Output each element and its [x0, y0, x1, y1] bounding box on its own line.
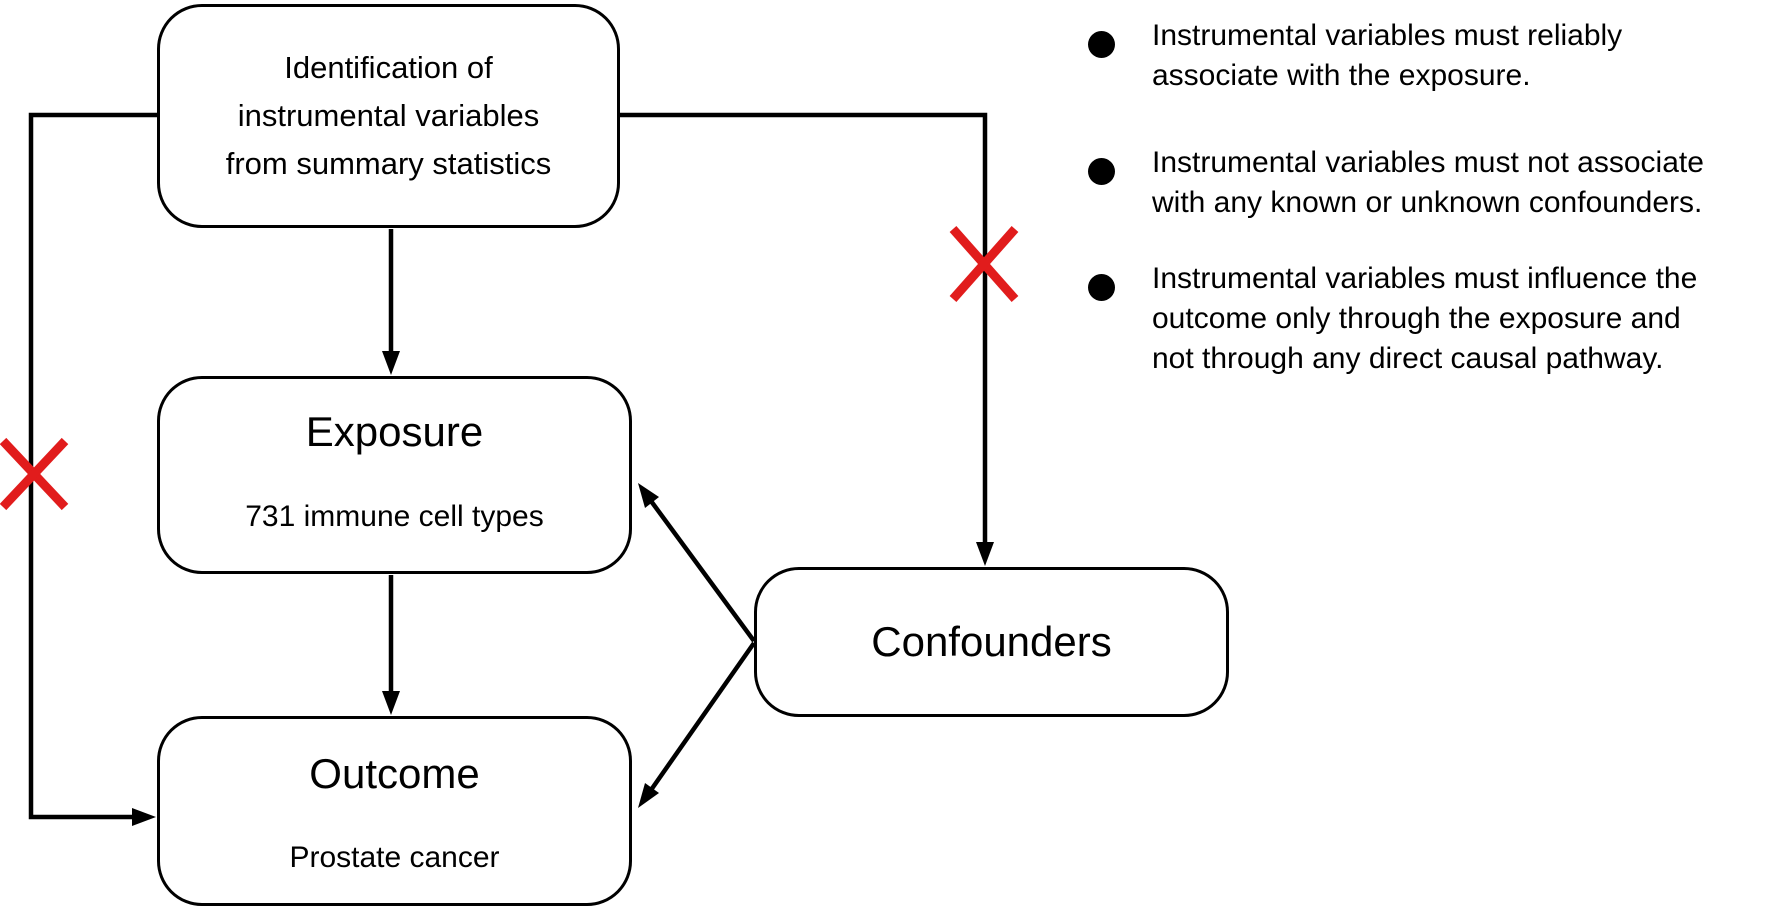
node-confounders: Confounders	[754, 567, 1229, 717]
bullet-icon	[1088, 31, 1115, 58]
assumption-line: Instrumental variables must reliably	[1152, 19, 1623, 52]
assumptions-list: Instrumental variables must reliably ass…	[1085, 0, 1772, 420]
cross-right-icon	[949, 226, 1019, 302]
cross-left-icon	[0, 437, 69, 511]
assumption-item-exclusion: Instrumental variables must influence th…	[1085, 259, 1697, 379]
node-instrumental-variables-line: Identification of	[284, 50, 493, 85]
arrow-iv-to-outcome-blocked	[28, 112, 157, 826]
bullet-icon	[1088, 274, 1115, 301]
node-confounders-title: Confounders	[871, 618, 1112, 665]
assumption-text: Instrumental variables must not associat…	[1152, 143, 1704, 223]
node-exposure: Exposure 731 immune cell types	[157, 376, 632, 574]
node-exposure-subtitle: 731 immune cell types	[245, 500, 544, 533]
arrow-confounders-to-exposure	[638, 483, 756, 643]
node-outcome-title: Outcome	[309, 750, 480, 797]
assumption-line: Instrumental variables must influence th…	[1152, 262, 1698, 295]
arrow-iv-to-confounders-blocked	[620, 112, 994, 566]
node-instrumental-variables-line: from summary statistics	[225, 146, 552, 181]
assumption-item-relevance: Instrumental variables must reliably ass…	[1085, 16, 1622, 96]
node-instrumental-variables-line: instrumental variables	[237, 98, 540, 133]
bullet-icon	[1088, 158, 1115, 185]
arrow-confounders-to-outcome	[638, 641, 756, 808]
node-outcome: Outcome Prostate cancer	[157, 716, 632, 906]
assumption-text: Instrumental variables must reliably ass…	[1152, 16, 1622, 96]
assumption-item-independence: Instrumental variables must not associat…	[1085, 143, 1704, 223]
assumption-line: not through any direct causal pathway.	[1152, 342, 1664, 375]
assumption-line: Instrumental variables must not associat…	[1152, 146, 1704, 179]
assumption-line: with any known or unknown confounders.	[1152, 186, 1703, 219]
assumption-line: associate with the exposure.	[1152, 59, 1531, 92]
arrow-iv-to-exposure	[382, 229, 400, 375]
node-outcome-subtitle: Prostate cancer	[289, 841, 500, 874]
assumption-text: Instrumental variables must influence th…	[1152, 259, 1697, 379]
node-instrumental-variables: Identification of instrumental variables…	[157, 4, 620, 228]
assumption-line: outcome only through the exposure and	[1152, 302, 1681, 335]
arrow-exposure-to-outcome	[382, 575, 400, 715]
node-exposure-title: Exposure	[305, 408, 484, 455]
